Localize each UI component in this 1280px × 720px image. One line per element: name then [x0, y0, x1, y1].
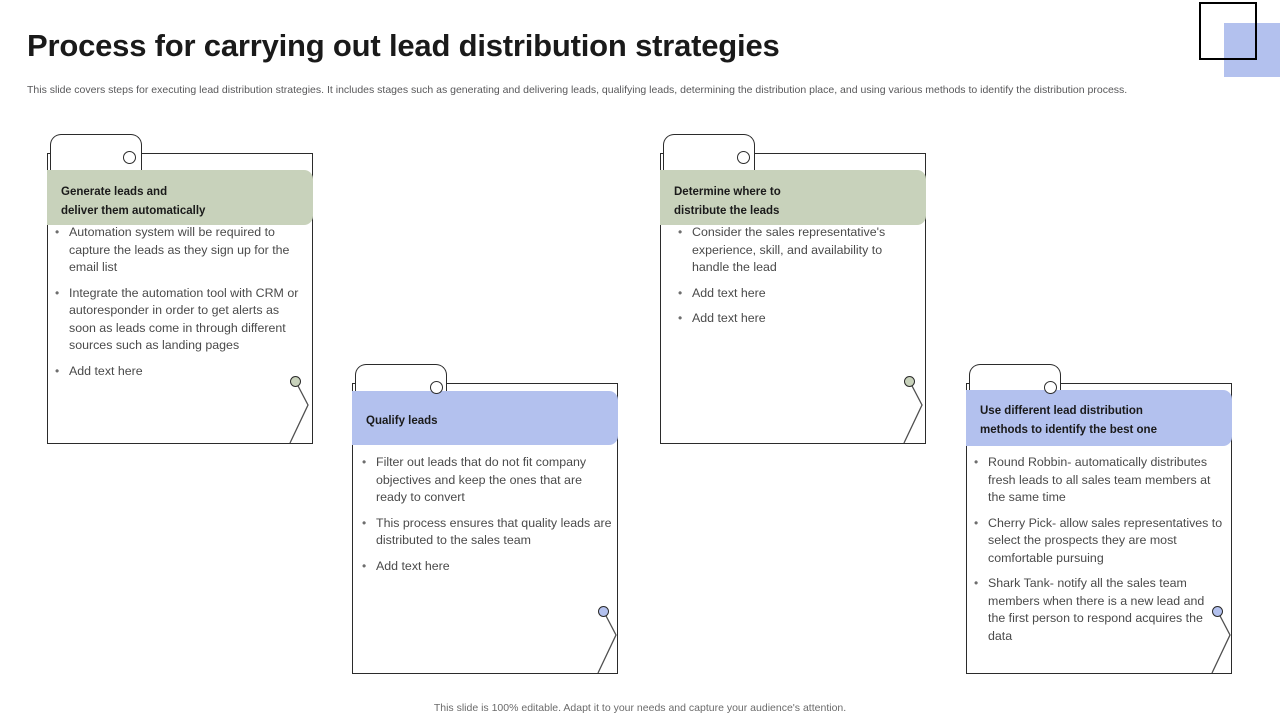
connector-dot-card1	[290, 376, 301, 387]
card-header-determine-distribution: Determine where to distribute the leads	[660, 170, 926, 225]
connector-dot-card3	[904, 376, 915, 387]
card-knob-determine-distribution	[737, 151, 750, 164]
list-item: • Integrate the automation tool with CRM…	[55, 285, 307, 355]
card-body-distribution-methods: • Round Robbin- automatically distribute…	[974, 454, 1224, 653]
card-knob-generate-leads	[123, 151, 136, 164]
list-item: • Automation system will be required to …	[55, 224, 307, 277]
decoration-filled-square	[1224, 23, 1280, 77]
decoration-outline-square	[1199, 2, 1257, 60]
connector-dot-card4	[1212, 606, 1223, 617]
card-tab-mask	[665, 165, 753, 173]
list-item-text: Cherry Pick- allow sales representatives…	[988, 515, 1223, 565]
card-header-generate-leads: Generate leads and deliver them automati…	[47, 170, 313, 225]
card-distribution-methods[interactable]: Use different lead distribution methods …	[966, 364, 1232, 674]
bullet-icon: •	[55, 225, 60, 239]
list-item-text: Add text here	[692, 311, 766, 325]
list-item-text: Integrate the automation tool with CRM o…	[69, 285, 299, 353]
list-item-text: Round Robbin- automatically distributes …	[988, 455, 1211, 504]
list-item-text: Automation system will be required to ca…	[69, 225, 290, 274]
footer-note: This slide is 100% editable. Adapt it to…	[433, 702, 847, 714]
card-tab	[663, 134, 755, 170]
page-subtitle: This slide covers steps for executing le…	[27, 84, 1128, 96]
list-item: • Add text here	[678, 310, 918, 328]
bullet-icon: •	[974, 576, 979, 590]
list-item-text: Shark Tank- notify all the sales team me…	[988, 576, 1205, 643]
card-body-determine-distribution: • Consider the sales representative's ex…	[678, 224, 918, 336]
list-item: • Consider the sales representative's ex…	[678, 224, 918, 277]
card-qualify-leads[interactable]: Qualify leads • Filter out leads that do…	[352, 364, 618, 674]
bullet-icon: •	[678, 285, 683, 300]
list-item-text: Add text here	[69, 363, 143, 378]
list-item: • Filter out leads that do not fit compa…	[362, 454, 612, 507]
list-item: • Cherry Pick- allow sales representativ…	[974, 515, 1224, 568]
card-body-qualify-leads: • Filter out leads that do not fit compa…	[362, 454, 612, 583]
page-title: Process for carrying out lead distributi…	[27, 28, 780, 63]
bullet-icon: •	[362, 558, 367, 573]
bullet-icon: •	[678, 225, 683, 239]
list-item: • Add text here	[678, 285, 918, 303]
bullet-icon: •	[974, 455, 979, 469]
card-tab-mask	[52, 165, 140, 173]
card-generate-leads[interactable]: Generate leads and deliver them automati…	[47, 134, 313, 444]
list-item: • Add text here	[362, 558, 612, 576]
card-knob-qualify-leads	[430, 381, 443, 394]
card-knob-distribution-methods	[1044, 381, 1057, 394]
list-item: • Shark Tank- notify all the sales team …	[974, 575, 1224, 645]
list-item: • Round Robbin- automatically distribute…	[974, 454, 1224, 507]
card-header-qualify-leads: Qualify leads	[352, 391, 618, 445]
card-determine-distribution[interactable]: Determine where to distribute the leads …	[660, 134, 926, 444]
bullet-icon: •	[974, 515, 979, 530]
bullet-icon: •	[678, 311, 683, 325]
bullet-icon: •	[362, 515, 367, 530]
bullet-icon: •	[362, 455, 367, 469]
list-item-text: This process ensures that quality leads …	[376, 515, 612, 548]
bullet-icon: •	[55, 363, 60, 378]
list-item-text: Consider the sales representative's expe…	[692, 225, 886, 274]
list-item-text: Add text here	[376, 558, 450, 573]
card-body-generate-leads: • Automation system will be required to …	[55, 224, 307, 388]
bullet-icon: •	[55, 285, 60, 300]
list-item-text: Add text here	[692, 285, 766, 300]
list-item-text: Filter out leads that do not fit company…	[376, 455, 587, 504]
list-item: • This process ensures that quality lead…	[362, 515, 612, 550]
connector-dot-card2	[598, 606, 609, 617]
card-header-distribution-methods: Use different lead distribution methods …	[966, 390, 1232, 446]
list-item: • Add text here	[55, 363, 307, 381]
